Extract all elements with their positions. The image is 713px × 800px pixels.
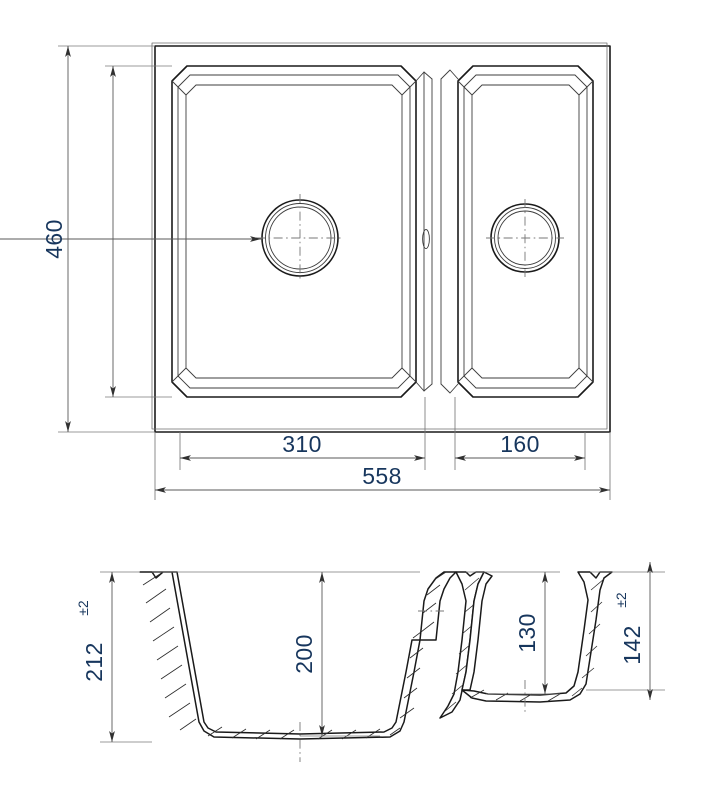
dimension-tolerance-142: ±2 bbox=[613, 592, 629, 608]
dimension-142: 142 ±2 bbox=[586, 562, 665, 700]
dimension-130: 130 bbox=[466, 571, 560, 695]
dimension-212: 212 ±2 bbox=[75, 571, 152, 743]
right-drain bbox=[486, 199, 564, 277]
dimension-310: 310 bbox=[179, 397, 426, 470]
dimension-label-558: 558 bbox=[362, 463, 402, 489]
left-bowl bbox=[171, 65, 417, 398]
dimension-label-212: 212 bbox=[81, 642, 107, 682]
dimension-558: 558 bbox=[154, 432, 611, 500]
section-view-group: 212 ±2 200 130 142 ±2 bbox=[75, 562, 665, 762]
dimension-tolerance-212: ±2 bbox=[75, 600, 91, 616]
dimension-460: 460 bbox=[0, 45, 261, 433]
left-bowl-profile bbox=[139, 571, 426, 740]
overflow-slot bbox=[422, 229, 430, 249]
dimension-label-130: 130 bbox=[514, 613, 540, 653]
center-divider bbox=[415, 69, 459, 394]
dimension-200: 200 bbox=[152, 571, 420, 737]
dimension-label-142: 142 bbox=[619, 625, 645, 665]
left-wall-hatch bbox=[142, 573, 197, 731]
dimension-label-460: 460 bbox=[41, 219, 67, 259]
left-drain bbox=[256, 194, 344, 282]
sink-outer-body bbox=[151, 42, 611, 433]
right-bowl bbox=[457, 65, 594, 398]
dimension-label-310: 310 bbox=[282, 431, 322, 457]
dimension-label-160: 160 bbox=[500, 431, 540, 457]
dimension-bowl-height-ext bbox=[105, 65, 172, 398]
dimension-160: 160 bbox=[454, 397, 586, 470]
bottom-hatch bbox=[207, 726, 401, 740]
top-view-group: 460 310 160 558 bbox=[0, 42, 611, 500]
dimension-label-200: 200 bbox=[291, 634, 317, 674]
